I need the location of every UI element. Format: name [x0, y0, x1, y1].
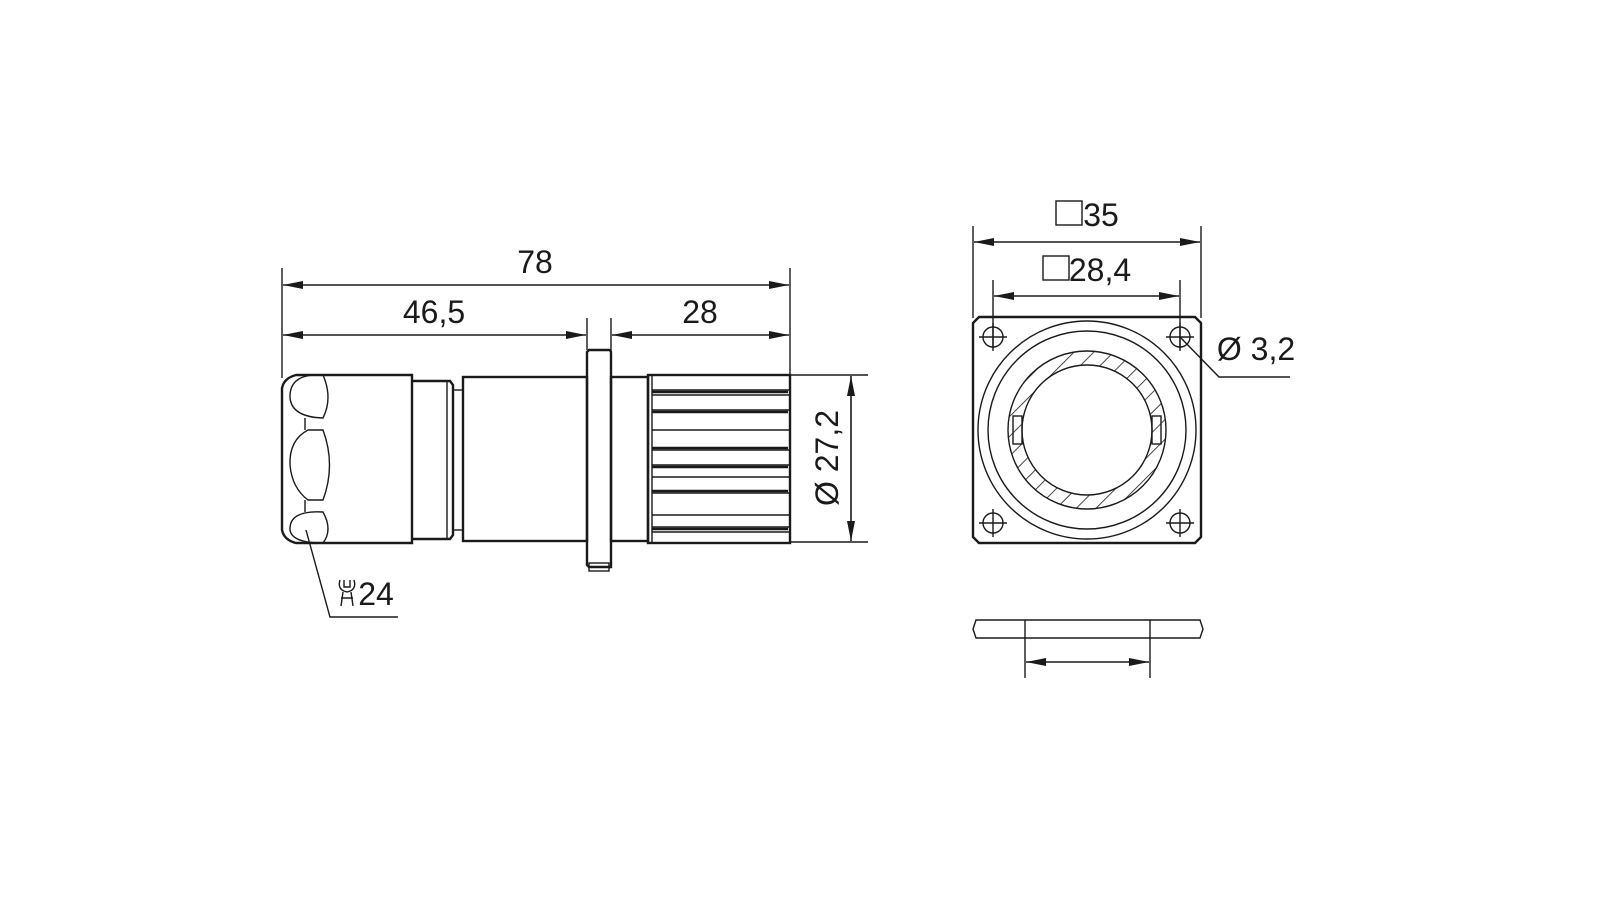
- mounting-hole: [1166, 509, 1194, 537]
- dim-length-after-flange: 28: [682, 294, 718, 330]
- mounting-plate: [971, 315, 1203, 545]
- square-symbol-icon: [1042, 255, 1070, 281]
- dim-length-to-flange: 46,5: [403, 294, 465, 330]
- side-view: 78 46,5 28 Ø 27,2: [280, 244, 868, 618]
- dim-overall-length: 78: [517, 244, 553, 280]
- knurled-nut: [646, 373, 792, 545]
- cap-nut: [280, 373, 414, 545]
- wrench-leader: [305, 529, 398, 618]
- neck: [412, 379, 455, 541]
- mounting-hole: [979, 509, 1007, 537]
- dim-hole-spacing: 28,4: [1069, 252, 1131, 288]
- dim-outer-square: 35: [1083, 197, 1119, 233]
- front-view: 35 28,4 Ø 3,2: [971, 197, 1295, 545]
- wrench-icon: [338, 579, 356, 607]
- body: [461, 375, 589, 543]
- mounting-hole: [979, 323, 1007, 351]
- hole-leader: [1179, 336, 1290, 378]
- dim-hole-diameter: Ø 3,2: [1217, 331, 1295, 367]
- panel-cutout-section: [972, 619, 1204, 678]
- wrench-size: 24: [358, 576, 394, 612]
- flange: [585, 348, 613, 569]
- dim-diameter: Ø 27,2: [809, 410, 845, 506]
- square-symbol-icon: [1055, 200, 1083, 226]
